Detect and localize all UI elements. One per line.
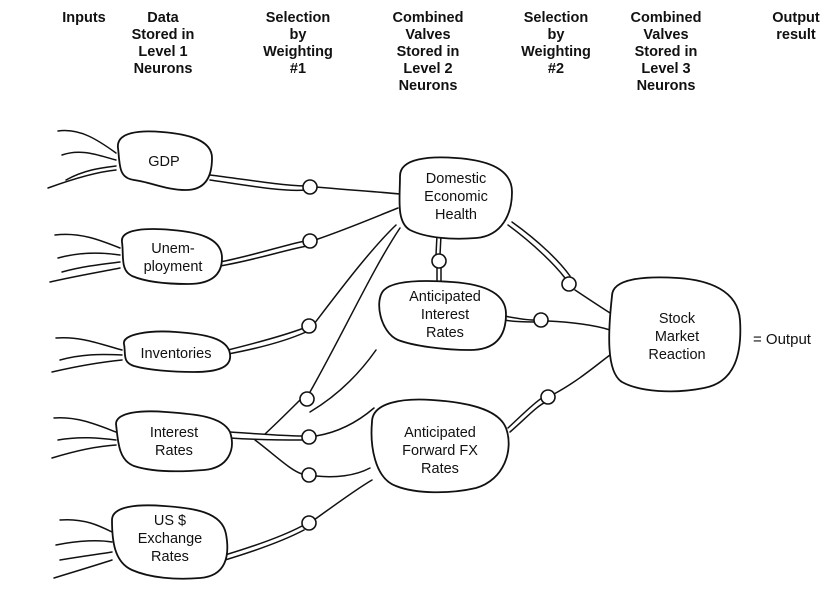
axons-level1-to-level2	[209, 174, 401, 561]
weight-node	[431, 253, 447, 269]
node-label-usd-exchange: US $ Exchange Rates	[137, 513, 203, 565]
input-dendrites-gdp	[47, 129, 117, 189]
input-dendrites-unemployment	[49, 233, 121, 283]
neuron-blob-stock-market	[608, 276, 742, 393]
node-label-domestic-health: Domestic Economic Health	[424, 171, 488, 223]
weight-node	[561, 276, 577, 292]
weight-node	[299, 391, 315, 407]
weight-node	[302, 233, 318, 249]
node-label-interest-rates: Interest Rates	[149, 425, 199, 459]
neuron-blob-unemployment	[121, 228, 223, 285]
neuron-blob-interest-rates	[115, 410, 233, 473]
weight-node	[301, 318, 317, 334]
weight-node	[301, 429, 317, 445]
weight-node	[301, 467, 317, 483]
weight-node	[540, 389, 556, 405]
input-dendrites-interest	[51, 417, 117, 459]
neuron-blob-usd-exchange	[111, 504, 229, 580]
header-weighting1: Selection by Weighting #1	[263, 10, 333, 77]
weight-node	[302, 179, 318, 195]
header-level1: Data Stored in Level 1 Neurons	[131, 10, 195, 77]
node-label-gdp: GDP	[148, 154, 180, 170]
input-dendrites-inventories	[51, 336, 123, 373]
header-inputs: Inputs	[62, 10, 106, 26]
node-label-anticipated-interest: Anticipated Interest Rates	[409, 289, 481, 341]
node-label-unemployment: Unem- ployment	[143, 241, 203, 275]
header-weighting2: Selection by Weighting #2	[521, 10, 591, 77]
weight-node	[533, 312, 549, 328]
neuron-blob-anticipated-interest	[378, 280, 507, 351]
node-label-inventories: Inventories	[140, 346, 212, 362]
neuron-blob-gdp	[117, 130, 213, 191]
neuron-blob-anticipated-fx	[370, 398, 510, 494]
header-level2: Combined Valves Stored in Level 2 Neuron…	[392, 10, 464, 94]
output-label: = Output	[753, 331, 811, 348]
input-dendrites-usd	[53, 518, 113, 579]
neuron-blob-inventories	[123, 330, 231, 373]
header-level3: Combined Valves Stored in Level 3 Neuron…	[630, 10, 702, 94]
header-output: Output result	[772, 10, 820, 43]
weight-node	[301, 515, 317, 531]
neuron-blob-domestic-health	[398, 156, 513, 240]
node-label-anticipated-fx: Anticipated Forward FX Rates	[402, 425, 478, 477]
node-label-stock-market: Stock Market Reaction	[648, 311, 706, 363]
